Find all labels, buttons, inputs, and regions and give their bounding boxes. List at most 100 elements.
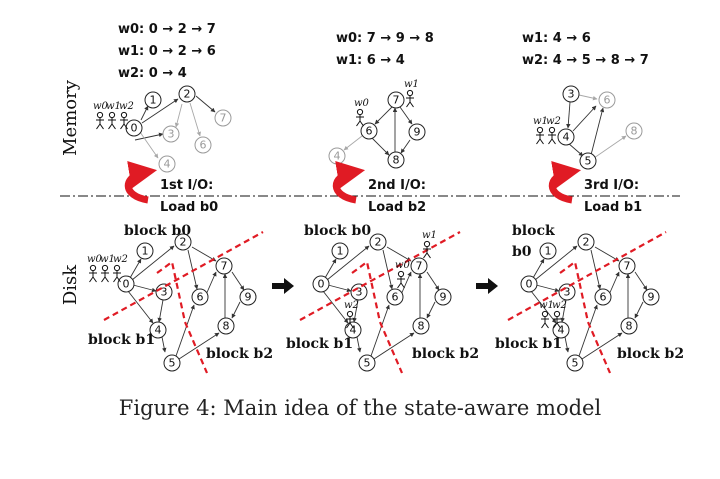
block-label: block b2 [617,346,684,362]
svg-text:7: 7 [624,260,631,273]
io-label: 3rd I/O: [584,178,639,193]
graph-node: 8 [620,317,638,335]
walker-label: w2 [546,116,561,127]
walker-icon [422,240,432,259]
block-cut-line [299,231,461,321]
svg-text:8: 8 [393,154,400,167]
graph-node: 1 [136,242,154,260]
svg-text:2: 2 [583,236,590,249]
svg-text:6: 6 [197,291,204,304]
graph-node: 3 [350,283,368,301]
graph-node: 3 [162,125,180,143]
graph-node: 6 [360,122,378,140]
svg-text:5: 5 [572,357,579,370]
svg-text:0: 0 [131,122,138,135]
step-2-disk-walkers: w1 w0 w2 [344,230,437,329]
svg-text:8: 8 [626,320,633,333]
svg-text:4: 4 [334,150,341,163]
graph-node: 7 [410,257,428,275]
graph-node: 8 [217,317,235,335]
next-step-arrow-icon [272,278,294,294]
step-3-memory-graph: 3 6 4 8 5 [557,85,643,170]
graph-node: 5 [163,354,181,372]
graph-node: 2 [577,233,595,251]
svg-text:5: 5 [585,155,592,168]
svg-text:9: 9 [245,291,252,304]
step-3-disk-graph: 0 1 2 3 4 5 6 7 8 9 [507,231,667,374]
walk-line: w1: 6 → 4 [336,53,405,68]
svg-text:0: 0 [526,278,533,291]
svg-text:6: 6 [600,291,607,304]
walk-line: w2: 4 → 5 → 8 → 7 [522,53,649,68]
svg-text:0: 0 [318,278,325,291]
step-3-memory-walkers: w1 w2 [533,116,561,145]
graph-node: 3 [558,283,576,301]
svg-text:3: 3 [161,286,168,299]
graph-node: 9 [239,288,257,306]
walker-icon [540,310,550,329]
graph-node: 5 [358,354,376,372]
walker-icon [405,89,415,108]
step-2-panel: w0: 7 → 9 → 8 w1: 6 → 4 7 6 9 4 8 w1 w0 … [286,31,479,374]
svg-text:2: 2 [180,236,187,249]
graph-node: 0 [520,275,538,293]
walker-label: w1 [404,79,419,90]
svg-text:4: 4 [558,324,565,337]
step-2-memory-graph: 7 6 9 4 8 [328,91,426,169]
graph-node: 1 [331,242,349,260]
next-step-arrow-icon [476,278,498,294]
graph-node: 9 [434,288,452,306]
graph-node: 2 [174,233,192,251]
graph-node: 0 [125,119,143,137]
svg-text:6: 6 [366,125,373,138]
graph-node: 4 [552,321,570,339]
block-cut-line [351,260,404,374]
load-arrow-icon [548,160,582,204]
block-cut-line [156,260,209,374]
svg-text:5: 5 [364,357,371,370]
svg-text:0: 0 [123,278,130,291]
svg-text:3: 3 [168,128,175,141]
block-label: block b1 [286,336,353,352]
graph-node: 4 [344,321,362,339]
walk-line: w1: 0 → 2 → 6 [118,44,216,59]
graph-node: 4 [149,321,167,339]
walk-line: w1: 4 → 6 [522,31,591,46]
memory-side-label: Memory [60,79,81,156]
graph-node: 4 [557,128,575,146]
step-2-disk-graph: 0 1 2 3 4 5 6 7 8 9 [299,231,461,374]
step-1-disk-walkers: w0 w1 w2 [87,254,128,283]
step-3-disk-walkers: w1 w2 [539,300,567,329]
walker-label: w2 [113,254,128,265]
graph-node: 4 [328,147,346,165]
svg-text:3: 3 [564,286,571,299]
svg-text:6: 6 [392,291,399,304]
step-3-panel: w1: 4 → 6 w2: 4 → 5 → 8 → 7 3 6 4 8 5 w1… [495,31,684,374]
block-cut-line [507,231,667,321]
graph-node: 2 [369,233,387,251]
walker-icon [100,264,110,283]
svg-text:4: 4 [350,324,357,337]
step-1-memory-graph: 1 2 0 3 7 6 4 [125,85,232,173]
block-label: block [512,223,555,239]
load-label: Load b1 [584,200,642,215]
graph-node: 7 [215,257,233,275]
graph-node: 0 [117,275,135,293]
svg-text:1: 1 [142,245,149,258]
disk-side-label: Disk [60,264,81,305]
step-2-memory-walkers: w1 w0 [354,79,419,127]
load-label: Load b2 [368,200,426,215]
svg-text:9: 9 [414,126,421,139]
block-label: b0 [512,244,532,260]
walker-label: w1 [533,116,548,127]
svg-text:8: 8 [223,320,230,333]
svg-text:7: 7 [220,112,227,125]
graph-node: 5 [579,152,597,170]
svg-text:6: 6 [604,94,611,107]
walker-label: w2 [119,101,134,112]
graph-node: 1 [144,91,162,109]
svg-text:9: 9 [648,291,655,304]
svg-text:4: 4 [563,131,570,144]
graph-node: 5 [566,354,584,372]
